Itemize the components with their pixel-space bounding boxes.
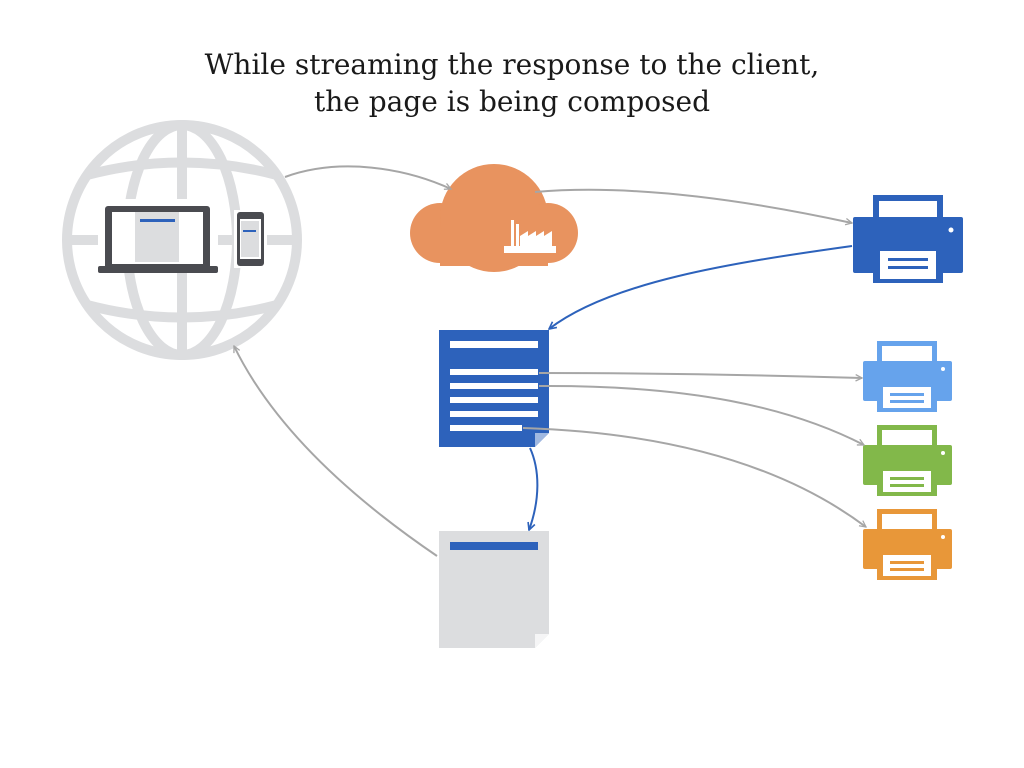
arrow-page-to-globe <box>233 346 438 557</box>
arrow-template-to-printer-green <box>538 384 864 446</box>
arrow-template-to-printer-orange <box>522 427 866 527</box>
arrow-printer-to-template <box>549 245 853 329</box>
laptop-icon <box>98 199 218 273</box>
cloud-factory-icon <box>410 164 578 272</box>
title-line-1: While streaming the response to the clie… <box>204 48 820 81</box>
title-line-2: the page is being composed <box>313 85 711 118</box>
arrow-template-to-page <box>529 447 539 530</box>
diagram-title: While streaming the response to the clie… <box>0 46 1024 120</box>
composed-page-icon <box>439 531 549 648</box>
arrow-globe-to-cloud <box>284 165 451 190</box>
main-printer-icon <box>853 195 963 283</box>
arrow-template-to-printer-blue <box>538 372 862 378</box>
phone-icon <box>234 210 267 268</box>
printer-icon <box>863 425 952 496</box>
printer-icon <box>863 509 952 580</box>
template-document-icon <box>439 330 549 447</box>
arrow-cloud-to-printer <box>534 188 852 223</box>
printer-icon <box>863 341 952 412</box>
